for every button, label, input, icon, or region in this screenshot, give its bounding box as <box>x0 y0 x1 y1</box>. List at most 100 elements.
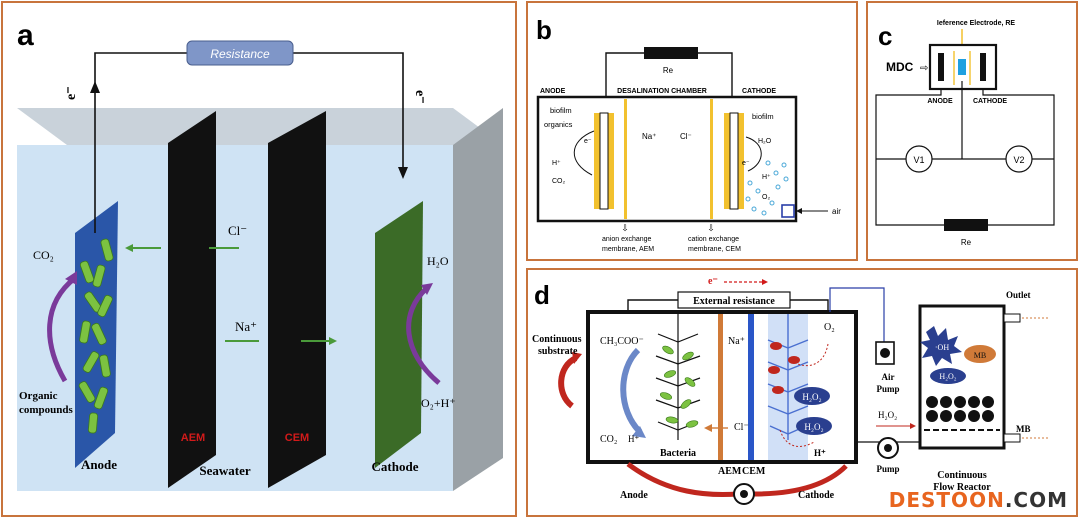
b-cathode-label: CATHODE <box>742 88 776 95</box>
panel-letter-b: b <box>536 15 552 45</box>
b-air-label: air <box>832 207 841 216</box>
d-air-pump-core <box>880 348 890 358</box>
box-side-face <box>453 108 503 491</box>
d-mb-label: MB <box>1016 424 1031 434</box>
panel-d: d External resistance e⁻ <box>526 268 1078 517</box>
d-cfr-2: Flow Reactor <box>933 482 991 493</box>
h2o-label: H₂O <box>427 254 449 268</box>
d-substrate-arrowhead <box>572 352 582 364</box>
c-mdc-ref <box>958 59 966 75</box>
b-h-right: H⁺ <box>762 174 771 181</box>
d-air-pump-2: Pump <box>876 384 899 394</box>
b-co2: CO₂ <box>552 178 566 185</box>
electron-right-label: e⁻ <box>412 90 427 104</box>
d-continuous-2: substrate <box>538 346 578 357</box>
d-h2o2-bubble-a <box>794 387 830 405</box>
wire-left <box>94 52 187 233</box>
seawater-label: Seawater <box>199 463 250 478</box>
panel-a: Resistance e⁻ e⁻ Cl⁻ Na⁺ CO₂ H₂O O₂+H⁺ O… <box>1 1 517 517</box>
d-cl-arrowhead <box>704 424 712 432</box>
co2-arc <box>47 276 77 383</box>
b-anode-label: ANODE <box>540 88 566 95</box>
c-ref-label: Ieference Electrode, RE <box>937 20 1016 27</box>
wire-right <box>293 52 404 175</box>
panel-letter-c: c <box>878 21 892 51</box>
d-substrate-arrow <box>558 355 578 409</box>
b-biofilm-left: biofilm <box>550 106 572 115</box>
cem-label: CEM <box>285 432 309 444</box>
b-cathode-electrode <box>729 112 739 210</box>
b-aem-label-1: anion exchange <box>602 236 652 243</box>
d-mb-bubble <box>964 345 996 363</box>
c-resistor <box>944 219 988 231</box>
panel-b: b Re ANODE DESALINATION CHAMBER CATHODE … <box>526 1 858 261</box>
cem-membrane <box>268 111 326 488</box>
resistance-label: Resistance <box>210 47 270 61</box>
c-v1-label: V1 <box>913 155 924 165</box>
anode-label: Anode <box>81 457 117 472</box>
d-oh-burst <box>920 326 962 366</box>
c-re-label: Re <box>961 238 972 247</box>
panel-c-drawing: c Ieference Electrode, RE MDC ⇨ ANODE CA… <box>875 20 1055 247</box>
b-h2o: H₂O <box>758 138 772 145</box>
bacteria-cluster <box>78 238 114 434</box>
d-co2-label: CO₂ <box>600 434 617 445</box>
aem-membrane <box>168 111 216 488</box>
d-anode-cycle-arrowhead <box>632 426 646 438</box>
b-anode-arc <box>573 130 595 176</box>
panel-letter-a: a <box>17 19 34 52</box>
d-pump-label: Pump <box>876 464 899 474</box>
b-wire-right <box>698 52 733 113</box>
b-aem-label-2: membrane, AEM <box>602 246 654 253</box>
d-reactor-h2o2-bubble <box>930 368 966 384</box>
wire-arrow-up <box>90 81 100 93</box>
c-wire-right <box>982 89 1055 226</box>
h2o-arrowhead <box>421 283 433 295</box>
d-o2-label: O₂ <box>824 322 835 333</box>
b-cem-arrow: ⇩ <box>707 223 715 233</box>
cathode-electrode <box>375 201 423 468</box>
b-aem <box>624 99 627 219</box>
d-electron-dots <box>768 342 800 394</box>
d-outlet-pipe <box>1003 313 1021 323</box>
d-reactor-h2o2: H₂O₂ <box>939 372 956 381</box>
d-recirc-left <box>626 461 739 498</box>
d-h2o2-feed: H₂O₂ <box>878 410 897 420</box>
d-h2o2-a: H₂O₂ <box>802 392 821 402</box>
d-packing-balls <box>926 396 994 422</box>
b-re-label: Re <box>663 66 674 75</box>
d-h-right-label: H⁺ <box>814 448 826 458</box>
cathode-label: Cathode <box>372 459 419 474</box>
panel-b-drawing: b Re ANODE DESALINATION CHAMBER CATHODE … <box>536 15 841 253</box>
c-v2-meter <box>1005 145 1033 173</box>
d-h-path <box>779 429 815 447</box>
b-o2: O₂ <box>762 194 770 201</box>
co2-label: CO₂ <box>33 248 54 262</box>
c-wire-left <box>875 89 944 226</box>
d-bacteria <box>659 345 699 428</box>
b-resistor <box>644 47 698 59</box>
d-air-pump-1: Air <box>882 372 895 382</box>
b-anode-electrode <box>599 112 609 210</box>
b-cem <box>710 99 713 219</box>
d-h2o2-bubble-b <box>796 417 832 435</box>
b-aem-arrow: ⇩ <box>621 223 629 233</box>
b-chamber <box>536 95 798 223</box>
na-label: Na⁺ <box>235 319 257 334</box>
co2-arrowhead <box>65 271 77 285</box>
d-anode-label: Anode <box>620 490 648 501</box>
wire-arrow-down <box>398 167 408 179</box>
d-resistance-box <box>677 291 791 309</box>
panel-letter-d: d <box>534 280 550 310</box>
d-pump-core <box>884 444 892 452</box>
d-cfr-1: Continuous <box>937 470 987 481</box>
resistance-box <box>186 40 294 66</box>
d-recirc-pump-core <box>740 490 748 498</box>
c-v2-label: V2 <box>1013 155 1024 165</box>
cl-label: Cl⁻ <box>228 223 247 238</box>
organic-label-2: compounds <box>19 404 74 416</box>
d-recirc-right <box>753 464 848 497</box>
box-top-face <box>17 108 503 145</box>
d-e-arrowhead <box>762 279 768 285</box>
d-ch3coo-label: CH₃COO⁻ <box>600 336 644 347</box>
